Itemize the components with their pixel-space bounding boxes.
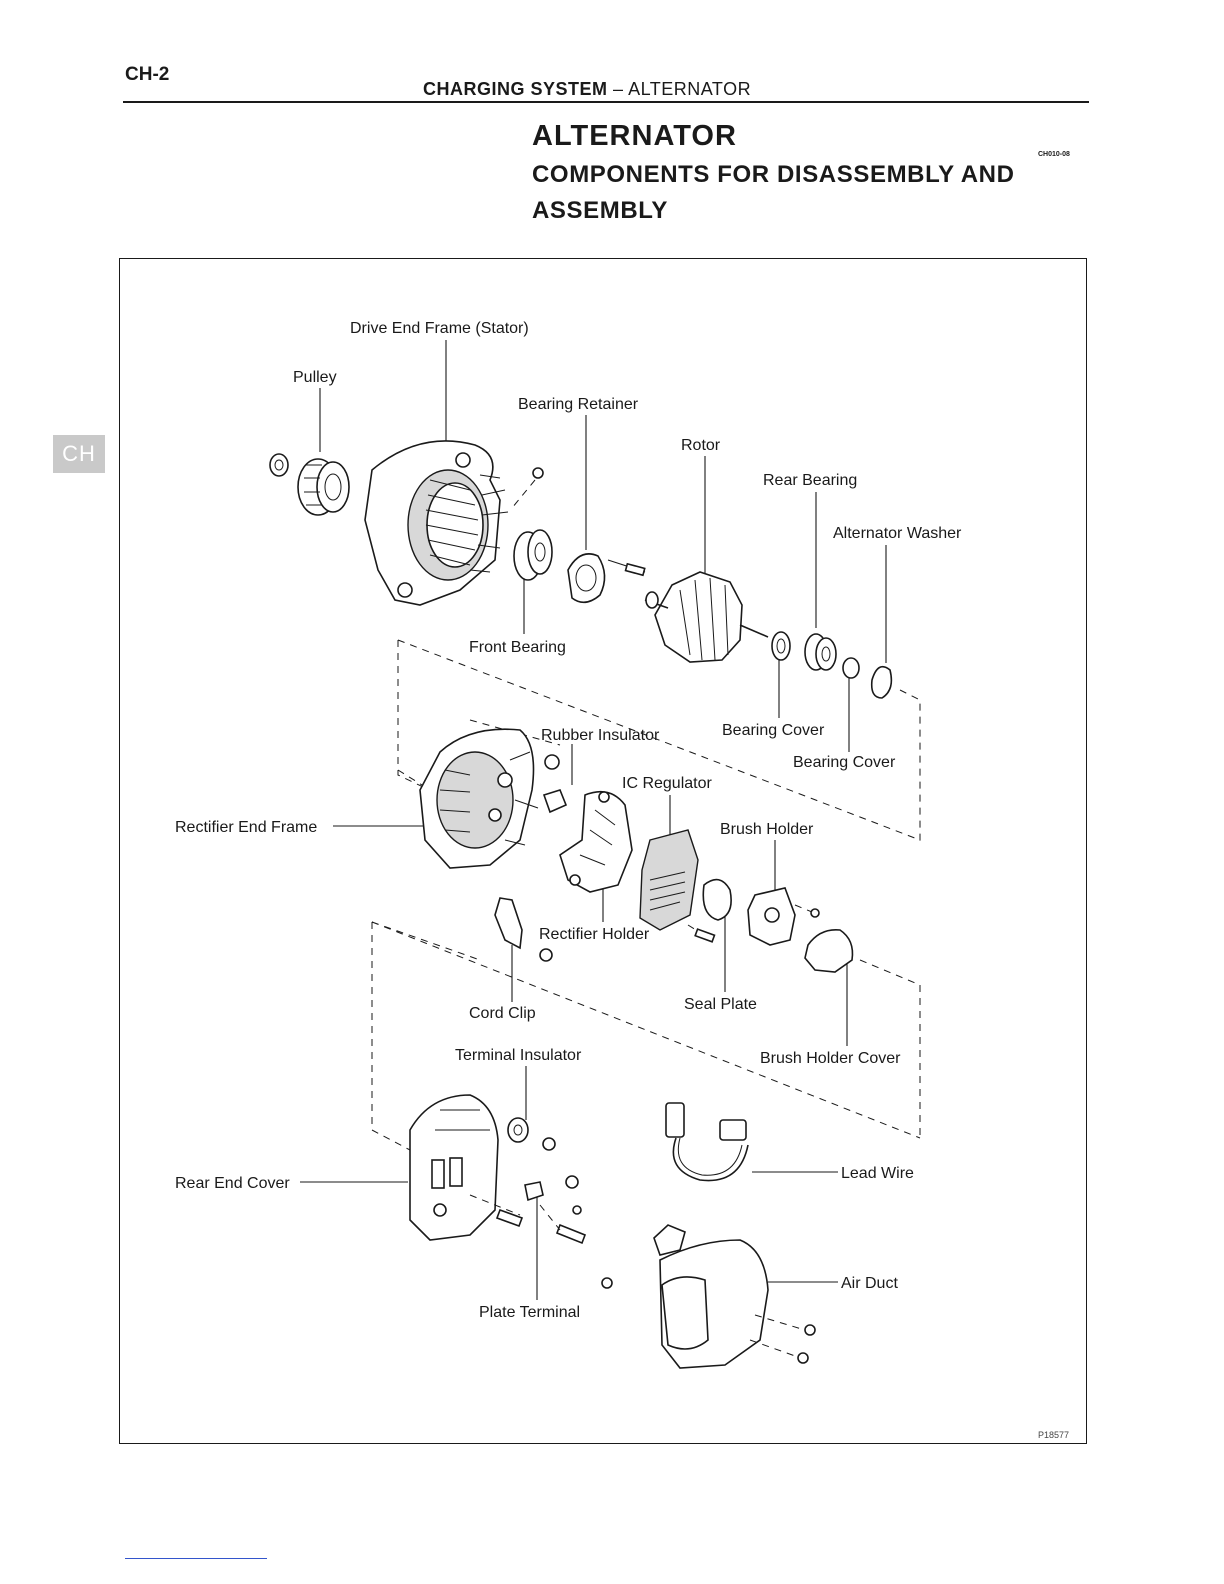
header-separator: – — [613, 79, 624, 99]
bearing-retainer-part — [567, 553, 646, 604]
page-title: ALTERNATOR — [532, 120, 737, 152]
page-number: CH-2 — [125, 64, 170, 85]
assembly-dash-outline-upper — [397, 640, 431, 791]
ic-regulator-part — [639, 829, 716, 943]
chapter-tab: CH — [53, 435, 105, 473]
label-plate-terminal: Plate Terminal — [479, 1304, 580, 1321]
figure-code: P18577 — [1038, 1430, 1070, 1440]
label-alternator-washer: Alternator Washer — [833, 525, 962, 542]
label-rectifier-holder: Rectifier Holder — [539, 926, 650, 943]
label-front-bearing: Front Bearing — [469, 639, 566, 656]
label-terminal-insulator: Terminal Insulator — [455, 1047, 582, 1064]
rear-end-cover-part — [409, 1094, 499, 1241]
rectifier-end-frame-part — [419, 728, 539, 869]
leader-lines — [300, 340, 887, 1300]
label-air-duct: Air Duct — [841, 1275, 898, 1292]
label-rear-end-cover: Rear End Cover — [175, 1175, 290, 1192]
seal-plate-part — [702, 878, 732, 921]
drive-end-frame-part — [364, 440, 509, 606]
cord-clip-part — [494, 897, 553, 962]
header-rule — [123, 101, 1089, 103]
section-title: CHARGING SYSTEM — [423, 79, 608, 99]
footer-line — [125, 1558, 267, 1559]
retainer-screw — [511, 467, 544, 509]
label-pulley: Pulley — [293, 369, 337, 386]
front-bearing-part — [513, 529, 553, 581]
rubber-insulator-part — [542, 754, 568, 814]
label-cord-clip: Cord Clip — [469, 1005, 536, 1022]
rear-bearing-group — [771, 631, 893, 699]
assembly-dash-upper — [397, 639, 921, 845]
subsection-title: ALTERNATOR — [628, 79, 752, 99]
label-brush-holder: Brush Holder — [720, 821, 814, 838]
lead-wire-part — [665, 1102, 749, 1182]
rectifier-holder-part — [559, 790, 633, 893]
assembly-dash-lower — [371, 921, 921, 1151]
label-rubber-insulator: Rubber Insulator — [541, 727, 660, 744]
pulley-part — [269, 453, 350, 516]
label-drive-end-frame: Drive End Frame (Stator) — [350, 320, 529, 337]
label-ic-regulator: IC Regulator — [622, 775, 712, 792]
label-brush-holder-cover: Brush Holder Cover — [760, 1050, 901, 1067]
page-subtitle: COMPONENTS FOR DISASSEMBLY AND ASSEMBLY — [532, 161, 1015, 224]
label-seal-plate: Seal Plate — [684, 996, 757, 1013]
reference-code: CH010-08 — [1038, 151, 1070, 158]
label-bearing-cover-1: Bearing Cover — [722, 722, 825, 739]
label-rectifier-end-frame: Rectifier End Frame — [175, 819, 317, 836]
air-duct-part — [653, 1224, 816, 1369]
label-bearing-cover-2: Bearing Cover — [793, 754, 896, 771]
label-rotor: Rotor — [681, 437, 721, 454]
label-rear-bearing: Rear Bearing — [763, 472, 857, 489]
rotor-part — [644, 571, 769, 663]
label-bearing-retainer: Bearing Retainer — [518, 396, 639, 413]
label-lead-wire: Lead Wire — [841, 1165, 914, 1182]
terminal-insulator-part — [469, 1117, 613, 1289]
brush-holder-cover-part — [804, 928, 854, 973]
brush-holder-part — [747, 887, 820, 946]
diagram-frame — [119, 258, 1087, 1444]
running-header: CHARGING SYSTEM – ALTERNATOR — [423, 79, 751, 100]
